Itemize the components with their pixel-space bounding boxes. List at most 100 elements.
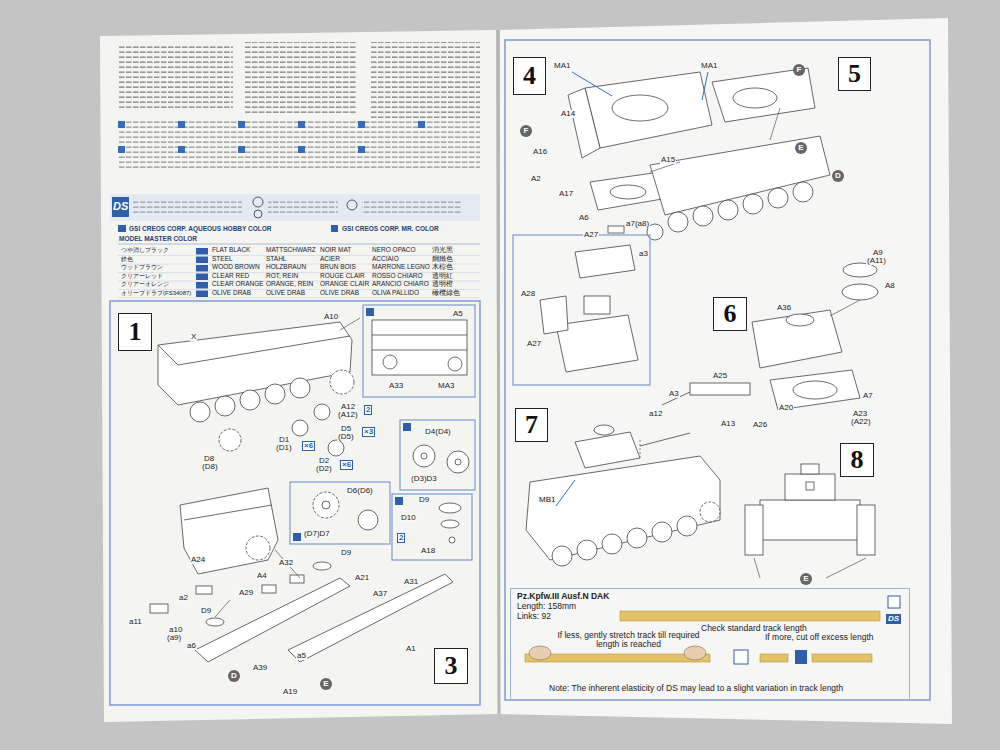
part-number: a5 — [296, 652, 307, 660]
table-cell: オリーブドラブ(FS34087) — [121, 290, 191, 296]
part-number: A31 — [403, 578, 419, 586]
part-number: A7 — [862, 392, 874, 400]
part-number: A1 — [405, 645, 417, 653]
part-number: A8 — [884, 282, 896, 290]
part-number: D9 — [340, 549, 352, 557]
table-cell: ROUGE CLAIR — [320, 273, 365, 280]
table-cell: 透明紅 — [432, 273, 453, 280]
part-number: A28 — [520, 290, 536, 298]
track-note: Check standard track length — [700, 624, 808, 633]
table-header: MODEL MASTER COLOR — [118, 236, 198, 243]
part-number: A25 — [712, 372, 728, 380]
step-number-box: 5 — [838, 57, 871, 91]
table-cell: クリアーオレンジ — [121, 281, 169, 287]
track-info-text: Length: 158mm — [517, 602, 576, 612]
step-number-box: 7 — [515, 408, 548, 442]
table-cell: OLIVE DRAB — [320, 290, 359, 297]
table-cell: MATTSCHWARZ — [266, 247, 316, 254]
part-number: A3 — [668, 390, 680, 398]
table-cell: 橄欖綠色 — [432, 290, 460, 297]
table-cell: STAHL — [266, 256, 286, 263]
ds-logo: DS — [886, 614, 901, 624]
table-cell: OLIVE DRAB — [266, 290, 305, 297]
step-number-box: 1 — [118, 313, 152, 351]
assembly-letter: F — [520, 125, 532, 137]
table-cell: ACIER — [320, 256, 340, 263]
part-number: D6(D6) — [346, 487, 374, 495]
part-number: (D2) — [315, 465, 333, 473]
part-number: A27 — [526, 340, 542, 348]
part-number: A15 — [660, 156, 676, 164]
part-number: D9 — [200, 607, 212, 615]
part-number: A18 — [420, 547, 436, 555]
part-number: (D8) — [201, 463, 219, 471]
part-number: a12 — [648, 410, 663, 418]
part-number: A36 — [776, 304, 792, 312]
table-cell: ARANCIO CHIARO — [372, 281, 429, 288]
table-cell: つや消しブラック — [121, 247, 169, 253]
part-number: A14 — [560, 110, 576, 118]
part-number: A16 — [532, 148, 548, 156]
part-number: A4 — [256, 572, 268, 580]
table-cell: NERO OPACO — [372, 247, 416, 254]
step-number-box: 6 — [713, 297, 747, 331]
step-number: 5 — [848, 59, 861, 89]
table-cell: ROSSO CHIARO — [372, 273, 423, 280]
table-cell: 鋼鐵色 — [432, 256, 453, 263]
part-number: (D7)D7 — [303, 530, 331, 538]
part-number: D10 — [400, 514, 417, 522]
table-cell: 鉄色 — [121, 256, 133, 262]
part-number: A6 — [578, 214, 590, 222]
table-cell: NOIR MAT — [320, 247, 351, 254]
part-number: (D3)D3 — [410, 475, 438, 483]
part-number: a3 — [638, 250, 649, 258]
table-cell: ACCIAIO — [372, 256, 399, 263]
assembly-letter: E — [800, 573, 812, 585]
quantity-box: ×6 — [340, 460, 353, 470]
table-cell: ウッドブラウン — [121, 264, 163, 270]
table-cell: CLEAR ORANGE — [212, 281, 264, 288]
step-number-box: 8 — [840, 443, 874, 477]
table-cell: クリアーレッド — [121, 273, 163, 279]
table-cell: STEEL — [212, 256, 233, 263]
track-note: Note: The inherent elasticity of DS may … — [548, 684, 844, 693]
part-number: X — [190, 333, 197, 341]
table-cell: CLEAR RED — [212, 273, 249, 280]
table-cell: 木棕色 — [432, 264, 453, 271]
part-number: A17 — [558, 190, 574, 198]
part-number: A21 — [354, 574, 370, 582]
assembly-letter: E — [795, 142, 807, 154]
quantity-box: 2 — [397, 533, 405, 543]
quantity-box: ×6 — [302, 441, 315, 451]
part-number: a11 — [128, 618, 143, 626]
part-number: A20 — [778, 404, 794, 412]
quantity-box: 2 — [364, 405, 372, 415]
assembly-letter: E — [320, 678, 332, 690]
step-number: 1 — [129, 317, 142, 347]
part-number: A26 — [752, 421, 768, 429]
table-cell: WOOD BROWN — [212, 264, 260, 271]
part-number: A5 — [452, 310, 464, 318]
table-header: GSI CREOS CORP. MR. COLOR — [341, 226, 440, 233]
step-number-box: 4 — [513, 57, 546, 95]
part-number: MA1 — [553, 62, 571, 70]
table-cell: MARRONE LEGNO — [372, 264, 430, 271]
quantity-box: ×3 — [362, 427, 375, 437]
step-number: 6 — [724, 299, 737, 329]
step-number: 7 — [525, 410, 538, 440]
part-number: MB1 — [538, 496, 556, 504]
part-number: A19 — [282, 688, 298, 696]
assembly-letter: D — [832, 170, 844, 182]
part-number: D4(D4) — [424, 428, 452, 436]
table-cell: BRUN BOIS — [320, 264, 356, 271]
part-number: a7(a8) — [625, 220, 650, 228]
part-number: MA3 — [437, 382, 455, 390]
part-number: (A11) — [866, 257, 887, 265]
table-cell: FLAT BLACK — [212, 247, 250, 254]
step-number-box: 3 — [434, 648, 468, 684]
part-number: a6 — [186, 642, 197, 650]
table-cell: 透明橙 — [432, 281, 453, 288]
part-number: MA1 — [700, 62, 718, 70]
part-number: a2 — [178, 594, 189, 602]
